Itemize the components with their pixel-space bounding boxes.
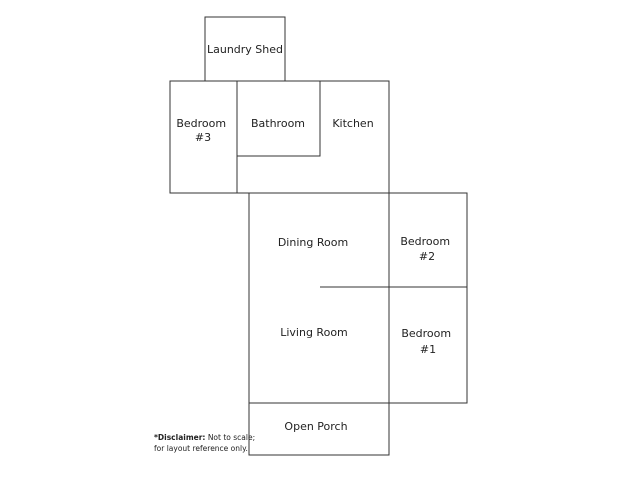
- bedroom-2-label-line2: #2: [419, 250, 435, 263]
- bedroom-wing-outline: [388, 192, 468, 404]
- kitchen-label: Kitchen: [332, 117, 373, 130]
- bedroom-1-label-line1: Bedroom: [401, 327, 451, 340]
- disclaimer-text-1: Not to scale;: [205, 433, 256, 442]
- bathroom-label: Bathroom: [251, 117, 305, 130]
- bathroom-walls: [237, 81, 321, 157]
- bedroom-3-label-line1: Bedroom: [176, 117, 226, 130]
- living-room-label: Living Room: [280, 326, 348, 339]
- bedroom-1-label: Bedroom #1: [401, 327, 454, 356]
- disclaimer-label: *Disclaimer:: [154, 433, 206, 442]
- bedroom-3-label-line2: #3: [195, 131, 211, 144]
- laundry-shed-label: Laundry Shed: [207, 43, 283, 56]
- living-room-label-line1: Living Room: [280, 326, 348, 339]
- bedroom-1-label-line2: #1: [420, 343, 436, 356]
- kitchen-label-line1: Kitchen: [332, 117, 373, 130]
- dining-room-label: Dining Room: [278, 236, 348, 249]
- disclaimer-text-2: for layout reference only.: [154, 444, 248, 453]
- disclaimer-line-2: for layout reference only.: [154, 443, 255, 454]
- bedroom-3-label: Bedroom #3: [176, 117, 229, 144]
- disclaimer-note: *Disclaimer: Not to scale; for layout re…: [154, 432, 255, 454]
- bathroom-label-line1: Bathroom: [251, 117, 305, 130]
- open-porch-label: Open Porch: [284, 420, 347, 433]
- open-porch-outline: [248, 402, 390, 456]
- bedroom-2-label: Bedroom #2: [400, 235, 453, 263]
- laundry-shed-label-line1: Laundry Shed: [207, 43, 283, 56]
- main-block-outline: [248, 192, 390, 404]
- bedroom-2-label-line1: Bedroom: [400, 235, 450, 248]
- dining-room-label-line1: Dining Room: [278, 236, 348, 249]
- disclaimer-line-1: *Disclaimer: Not to scale;: [154, 432, 255, 443]
- open-porch-label-line1: Open Porch: [284, 420, 347, 433]
